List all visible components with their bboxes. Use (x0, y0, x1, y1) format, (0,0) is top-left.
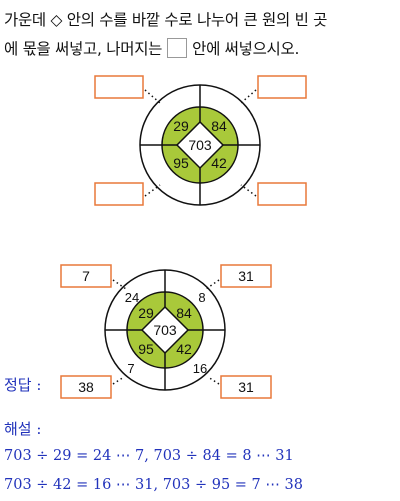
remainder-top-right: 31 (238, 268, 254, 284)
remainder-box-top-right[interactable] (257, 75, 307, 99)
answer-inner-bottom-right: 42 (176, 341, 192, 357)
explanation-label: 해설 : (4, 420, 42, 438)
center-diamond (175, 120, 225, 170)
answer-center-number: 703 (153, 322, 177, 338)
explanation-line-2: 703 ÷ 42 = 16 ⋯ 31, 703 ÷ 95 = 7 ⋯ 38 (4, 477, 303, 493)
problem-diagram: 703 29 84 95 42 (94, 75, 307, 206)
quotient-bottom-right: 16 (193, 361, 207, 376)
question-line-2-end: 안에 써넣으시오. (192, 40, 300, 58)
question-line-2: 에 몫을 써넣고, 나머지는 안에 써넣으시오. (4, 38, 299, 59)
quotient-top-left: 24 (125, 290, 139, 305)
answer-remainder-box-bottom-left (60, 375, 112, 399)
quotient-top-right: 8 (198, 290, 205, 305)
answer-inner-bottom-left: 95 (138, 341, 154, 357)
inner-bottom-left: 95 (173, 155, 189, 171)
question-line-1: 가운데 ◇ 안의 수를 바깥 수로 나누어 큰 원의 빈 곳 (4, 11, 328, 29)
remainder-box-top-left[interactable] (94, 75, 144, 99)
answer-remainder-box-top-right (220, 264, 272, 288)
remainder-top-left: 7 (82, 268, 90, 284)
question-line-2-start: 에 몫을 써넣고, 나머지는 (4, 40, 163, 58)
center-number: 703 (188, 137, 212, 153)
remainder-box-icon (167, 38, 188, 58)
answer-inner-top-right: 84 (176, 305, 192, 321)
inner-top-right: 84 (211, 118, 227, 134)
answer-label: 정답 : (4, 376, 42, 394)
quotient-bottom-left: 7 (127, 361, 134, 376)
remainder-bottom-left: 38 (78, 379, 94, 395)
answer-remainder-box-bottom-right (220, 375, 272, 399)
remainder-box-bottom-right[interactable] (257, 182, 307, 206)
remainder-bottom-right: 31 (238, 379, 254, 395)
answer-center-diamond (140, 305, 190, 355)
answer-inner-top-left: 29 (138, 305, 154, 321)
remainder-box-bottom-left[interactable] (94, 182, 144, 206)
inner-bottom-right: 42 (211, 155, 227, 171)
inner-top-left: 29 (173, 118, 189, 134)
explanation-line-1: 703 ÷ 29 = 24 ⋯ 7, 703 ÷ 84 = 8 ⋯ 31 (4, 448, 294, 464)
answer-remainder-box-top-left (60, 264, 112, 288)
answer-diagram: 703 29 84 95 42 24 8 7 16 7 31 38 31 (60, 264, 272, 399)
